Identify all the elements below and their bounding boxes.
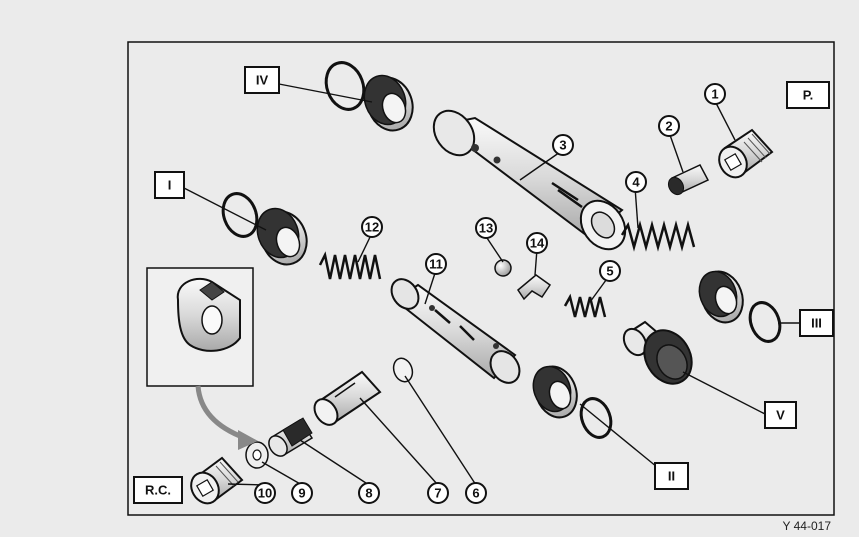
part-5-spring (563, 293, 607, 318)
svg-text:8: 8 (365, 486, 372, 501)
svg-text:V: V (776, 408, 785, 423)
roman-label-v: V (764, 401, 797, 429)
number-label-12: 12 (361, 216, 383, 238)
svg-text:10: 10 (258, 486, 272, 501)
svg-text:9: 9 (298, 486, 305, 501)
number-label-14: 14 (526, 232, 548, 254)
part-2-filter (667, 164, 710, 196)
figure-code: Y 44-017 (782, 519, 832, 533)
number-label-9: 9 (291, 482, 313, 504)
number-label-4: 4 (625, 171, 647, 193)
leader-lines (183, 83, 800, 486)
part-iii-cap (698, 270, 782, 343)
part-8-filter (268, 417, 314, 457)
roman-label-i: I (154, 171, 185, 199)
number-label-13: 13 (475, 217, 497, 239)
number-label-7: 7 (427, 482, 449, 504)
corner-label-p: P. (786, 81, 830, 109)
svg-text:1: 1 (711, 87, 718, 102)
inset-detail (146, 267, 254, 387)
part-10-plug (190, 456, 244, 505)
number-label-5: 5 (599, 260, 621, 282)
number-label-11: 11 (425, 253, 447, 275)
svg-text:P.: P. (803, 88, 814, 103)
part-iv-cap (324, 61, 414, 132)
svg-text:5: 5 (606, 264, 613, 279)
inset-arrow (195, 385, 246, 441)
svg-text:13: 13 (479, 221, 493, 236)
svg-text:4: 4 (632, 175, 640, 190)
roman-label-ii: II (654, 462, 689, 490)
part-13-ball (494, 259, 512, 277)
part-6-disc (392, 357, 414, 383)
svg-text:III: III (811, 316, 822, 331)
part-12-spring (318, 251, 382, 280)
svg-text:II: II (668, 469, 675, 484)
svg-text:12: 12 (365, 220, 379, 235)
inset-arrowhead (238, 430, 258, 450)
part-i-cap (221, 192, 308, 266)
number-label-2: 2 (658, 115, 680, 137)
part-v-valve (622, 320, 693, 385)
part-7-sleeve (313, 370, 382, 426)
diagram-frame (127, 41, 835, 516)
svg-text:11: 11 (429, 257, 443, 272)
part-14-seat (517, 274, 552, 301)
svg-text:3: 3 (559, 138, 566, 153)
part-11-spool (390, 278, 521, 384)
part-3-sleeve (432, 109, 627, 251)
svg-text:I: I (168, 178, 172, 193)
roman-label-iv: IV (244, 66, 280, 94)
svg-text:7: 7 (434, 486, 441, 501)
number-label-3: 3 (552, 134, 574, 156)
number-label-1: 1 (704, 83, 726, 105)
svg-text:14: 14 (530, 236, 545, 251)
number-label-10: 10 (254, 482, 276, 504)
svg-text:6: 6 (472, 486, 479, 501)
number-label-6: 6 (465, 482, 487, 504)
corner-label-rc: R.C. (133, 476, 183, 504)
svg-text:2: 2 (665, 119, 672, 134)
svg-text:R.C.: R.C. (145, 483, 171, 498)
number-label-8: 8 (358, 482, 380, 504)
part-4-spring (620, 220, 696, 252)
part-1-plug (718, 128, 774, 179)
part-ii-cap (532, 365, 613, 439)
roman-label-iii: III (799, 309, 834, 337)
svg-text:IV: IV (256, 73, 269, 88)
